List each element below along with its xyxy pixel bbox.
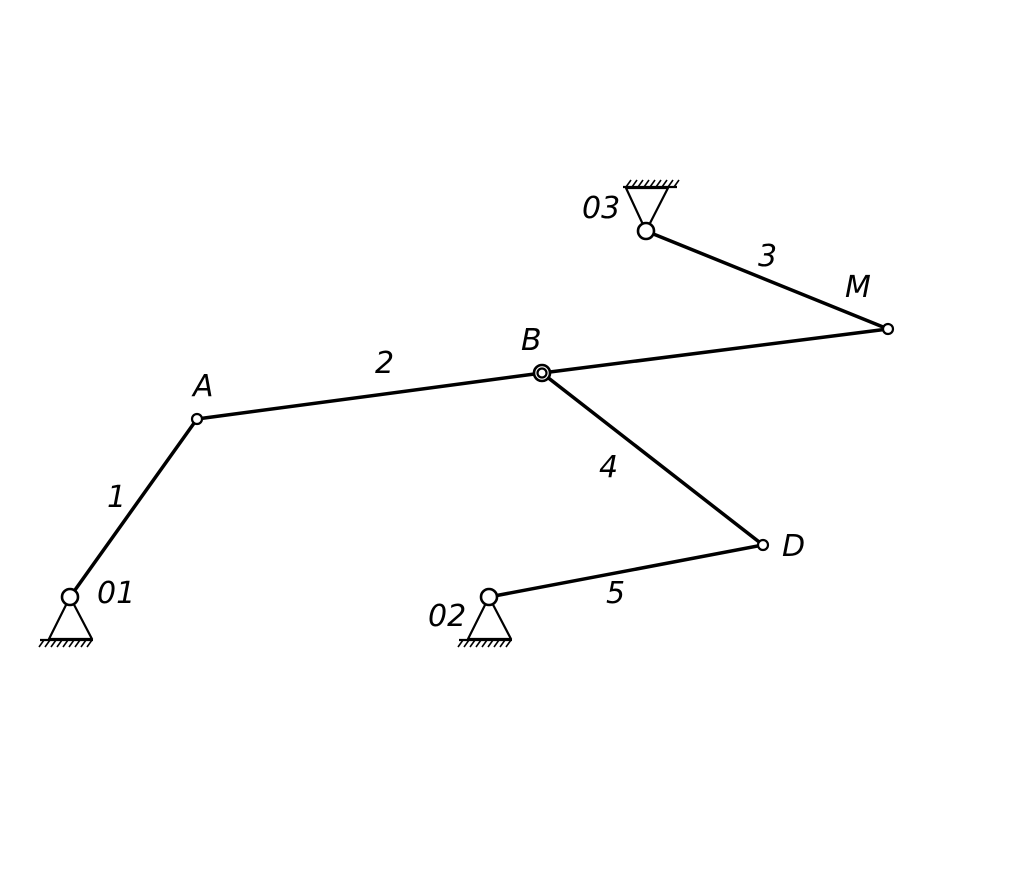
label-d: D — [782, 529, 805, 564]
link-2 — [195, 371, 544, 421]
link-4 — [540, 371, 765, 547]
joint-d — [756, 538, 770, 552]
label-b: B — [521, 323, 542, 358]
joint-o1 — [60, 587, 80, 607]
joint-a — [190, 412, 204, 426]
label-o2: 02 — [428, 599, 466, 634]
link-5 — [487, 543, 765, 599]
ground-support-o1 — [38, 595, 94, 648]
ground-support-o3 — [623, 179, 680, 233]
ground-support-o2 — [457, 595, 513, 648]
label-m: M — [845, 270, 871, 305]
label-o3: 03 — [582, 191, 620, 226]
joint-m — [881, 322, 895, 336]
link-1 — [68, 417, 199, 599]
link-2-extension-bm — [540, 327, 890, 375]
label-link-2: 2 — [375, 346, 394, 381]
label-link-3: 3 — [758, 239, 777, 274]
label-a: A — [191, 369, 214, 404]
label-link-5: 5 — [606, 576, 625, 611]
joint-b-inner — [536, 367, 548, 379]
link-3 — [644, 229, 890, 331]
label-link-4: 4 — [599, 450, 618, 485]
joint-o3 — [636, 221, 656, 241]
label-link-1: 1 — [107, 480, 126, 515]
joint-o2 — [479, 587, 499, 607]
label-o1: 01 — [97, 576, 135, 611]
